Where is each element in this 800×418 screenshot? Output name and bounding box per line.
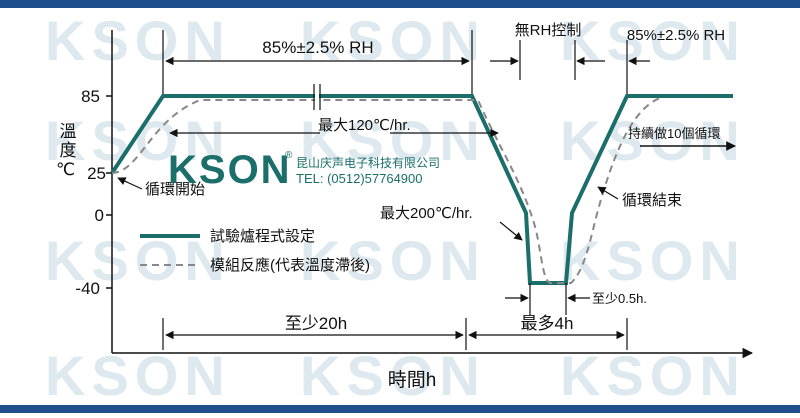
- legend-program-label: 試驗爐程式設定: [210, 228, 315, 245]
- legend-reaction-label: 模組反應(代表溫度滯後): [210, 256, 370, 274]
- cycle-start-pointer: [117, 177, 143, 190]
- min05-label: 至少0.5h.: [592, 291, 647, 306]
- y-tick-0: 0: [95, 206, 104, 225]
- legend: 試驗爐程式設定 模組反應(代表溫度滯後): [140, 228, 370, 274]
- watermark-text: KSON: [300, 344, 486, 407]
- watermark-text: KSON: [300, 229, 486, 292]
- max120-label: 最大120℃/hr.: [318, 117, 411, 134]
- min20-label: 至少20h: [285, 314, 347, 333]
- company-logo-text: KSON: [168, 148, 292, 192]
- break-gap: [315, 90, 319, 104]
- watermark-text: KSON: [300, 109, 486, 172]
- watermark-text: KSON: [560, 229, 746, 292]
- watermark-text: KSON: [45, 344, 231, 407]
- reaction-curve: [111, 97, 661, 284]
- company-tel: TEL: (0512)57764900: [296, 171, 422, 186]
- cycle-start-label: 循環開始: [145, 181, 205, 198]
- max4-label: 最多4h: [521, 314, 574, 333]
- watermark-text: KSON: [560, 344, 746, 407]
- watermark-layer: KSON KSON KSON KSON KSON KSON KSON KSON …: [45, 9, 746, 407]
- max200-label: 最大200℃/hr.: [380, 205, 473, 222]
- bottom-banner: [0, 405, 800, 413]
- max200-pointer: [499, 221, 523, 241]
- cycle-end-label: 循環結束: [622, 192, 682, 209]
- rh-label-right: 85%±2.5% RH: [627, 27, 725, 44]
- company-name: 昆山庆声电子科技有限公司: [296, 156, 440, 170]
- y-tick-25: 25: [87, 164, 106, 183]
- continue-label: 持續做10個循環: [628, 126, 720, 141]
- watermark-text: KSON: [560, 109, 746, 172]
- y-tick-85: 85: [81, 87, 100, 106]
- watermark-text: KSON: [45, 9, 231, 72]
- y-tick-neg40: -40: [75, 279, 100, 298]
- company-logo: KSON ® 昆山庆声电子科技有限公司 TEL: (0512)57764900: [168, 148, 440, 192]
- watermark-text: KSON: [45, 229, 231, 292]
- x-axis-title: 時間h: [388, 369, 437, 391]
- cycle-end-pointer: [597, 186, 619, 200]
- top-banner: [0, 0, 800, 8]
- registered-mark: ®: [285, 150, 293, 161]
- y-axis-title: 溫度℃: [57, 122, 77, 182]
- no-rh-label: 無RH控制: [515, 22, 582, 39]
- rh-label-left: 85%±2.5% RH: [262, 38, 373, 57]
